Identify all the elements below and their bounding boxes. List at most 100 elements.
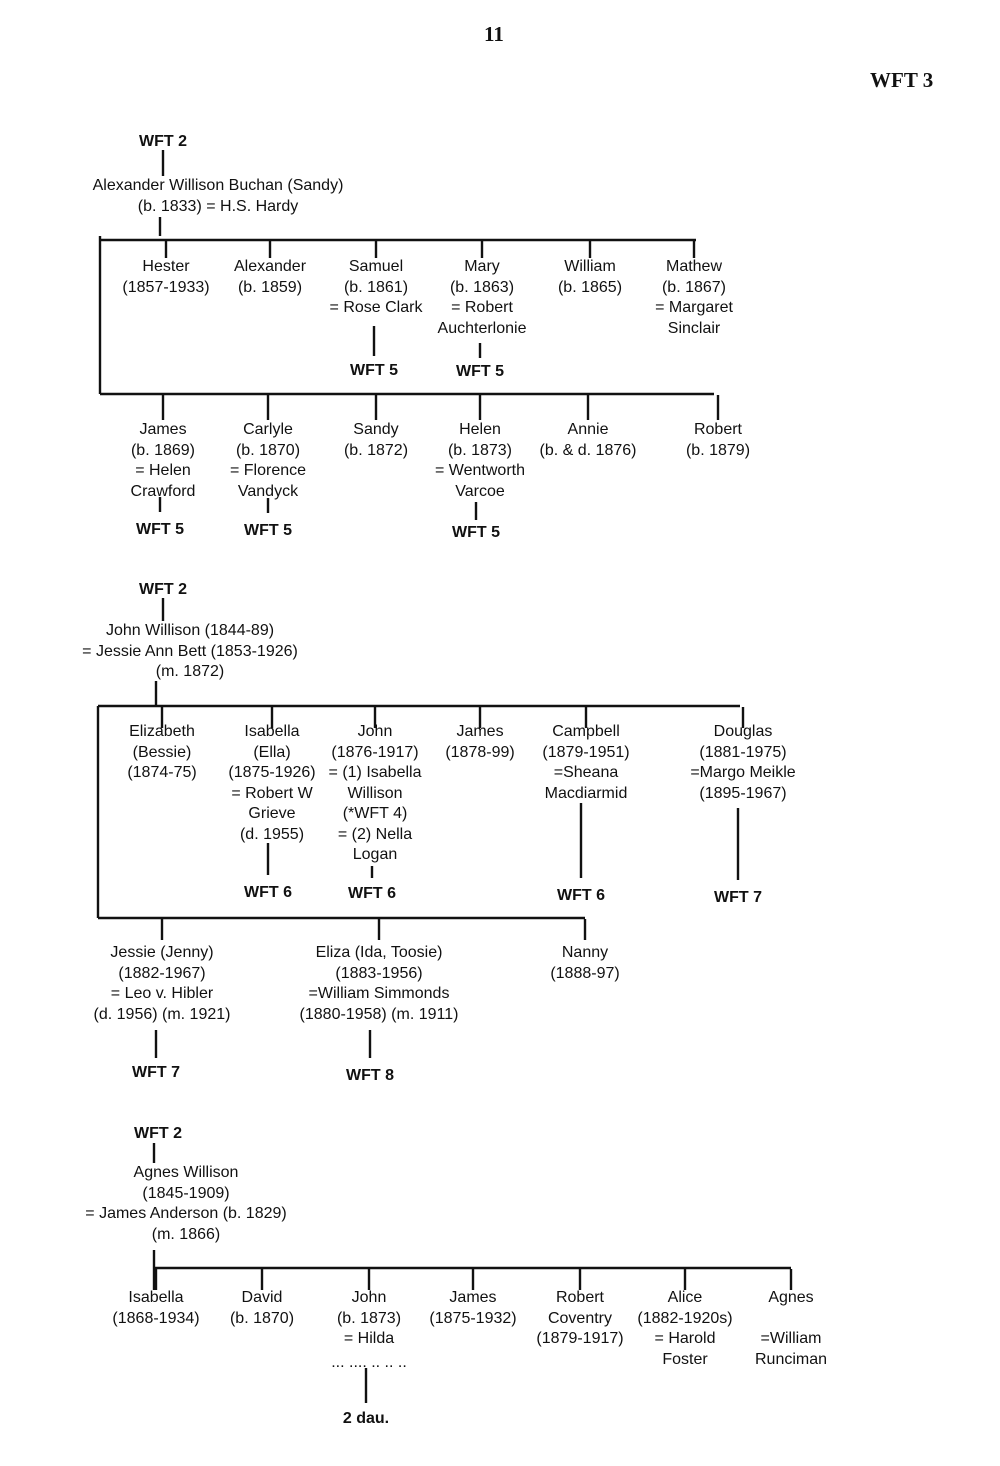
child-entry-line: (b. & d. 1876) <box>539 441 637 459</box>
child-entry-line: (1882-1967) <box>118 964 206 982</box>
child-entry: Douglas (1881-1975) =Margo Meikle (1895-196… <box>690 722 795 804</box>
child-entry: Hester (1857-1933) <box>122 257 209 298</box>
child-entry-line: David <box>241 1289 283 1306</box>
child-entry-line: (b. 1865) <box>557 278 623 296</box>
child-entry-line: Foster <box>662 1350 708 1368</box>
child-entry-line: Auchterlonie <box>437 319 527 337</box>
child-entry-line: (d. 1956) (m. 1921) <box>93 1005 231 1023</box>
child-entry-line: (b. 1859) <box>237 278 303 296</box>
child-entry: Robert(b. 1879) <box>686 420 750 461</box>
child-entry-line: Hester <box>142 258 190 275</box>
parent-couple: John Willison (1844-89)= Jessie Ann Bett… <box>82 621 298 683</box>
child-entry-line: Mathew <box>665 258 723 275</box>
child-entry-line: Agnes <box>768 1289 814 1306</box>
child-entry-line: = Helen <box>135 462 191 479</box>
child-entry-line: = Margaret <box>655 299 733 316</box>
child-entry-line: Crawford <box>130 482 196 500</box>
child-entry-line: (b. 1872) <box>343 441 409 459</box>
child-entry-line: Mary <box>464 258 500 275</box>
child-entry-line: = Rose Clark <box>329 299 423 316</box>
child-entry: Jessie (Jenny)(1882-1967)= Leo v. Hibler… <box>94 943 231 1025</box>
child-entry-line: James <box>139 421 187 438</box>
child-entry-line: (Bessie) <box>132 743 192 761</box>
parent-couple-line: (b. 1833) = H.S. Hardy <box>137 197 299 215</box>
child-entry-line <box>755 1309 827 1330</box>
child-entry: James(1875-1932) <box>429 1288 516 1329</box>
child-entry-line: Willison <box>347 784 403 802</box>
child-reference: WFT 6 <box>348 885 396 902</box>
child-entry-line: (b. 1873) <box>447 441 513 459</box>
child-reference: WFT 5 <box>350 362 398 379</box>
page-number: 11 <box>484 22 504 46</box>
child-entry-line: (b. 1869) <box>130 441 196 459</box>
child-entry-line: = Robert W <box>231 784 313 802</box>
parent-couple-line: John Willison (1844-89) <box>105 622 275 639</box>
child-entry-line: Varcoe <box>455 482 505 500</box>
child-entry: David (b. 1870) <box>230 1288 294 1329</box>
child-reference: 2 dau. <box>342 1410 390 1427</box>
child-entry-line: Robert <box>693 421 743 438</box>
child-entry: John(b. 1873)= Hilda <box>337 1288 401 1350</box>
child-entry-line: (b. 1867) <box>661 278 727 296</box>
child-entry-line: Campbell <box>552 723 620 740</box>
child-reference: WFT 8 <box>346 1067 394 1084</box>
child-reference: WFT 5 <box>456 363 504 380</box>
child-entry-line: (1878-99) <box>445 743 515 761</box>
child-entry-line: = (2) Nella <box>337 825 413 843</box>
child-reference: WFT 5 <box>244 522 292 539</box>
child-entry-line: (b. 1870) <box>229 1309 295 1327</box>
child-entry-line: James <box>449 1289 497 1306</box>
child-entry-line: = Harold <box>654 1330 716 1347</box>
child-entry-line: Logan <box>352 846 398 863</box>
child-entry-line: Annie <box>567 421 609 438</box>
child-entry-line: James <box>456 723 504 740</box>
child-entry-line: =Sheana <box>553 764 619 781</box>
parent-reference: WFT 2 <box>139 133 187 150</box>
parent-reference: WFT 2 <box>134 1125 182 1142</box>
child-entry: James (1878-99) <box>445 722 514 763</box>
parent-couple: Alexander Willison Buchan (Sandy) (b. 183… <box>93 176 344 217</box>
child-entry: Eliza (Ida, Toosie)(1883-1956)=William S… <box>300 943 459 1025</box>
child-entry-line: = (1) Isabella <box>328 764 422 781</box>
child-entry-line: Vandyck <box>237 482 299 500</box>
child-entry-line: (1857-1933) <box>122 278 210 296</box>
child-reference: WFT 5 <box>452 524 500 541</box>
child-entry-line: (1882-1920s) <box>637 1309 733 1327</box>
child-entry-line: (1875-1926) <box>228 764 316 781</box>
child-reference: WFT 6 <box>557 887 605 904</box>
child-entry-line: (b. 1863) <box>449 278 515 296</box>
child-entry-line: Isabella <box>128 1289 184 1306</box>
parent-couple-line: (m. 1866) <box>151 1225 221 1243</box>
child-entry-line: (1868-1934) <box>112 1309 200 1327</box>
child-entry-line: Douglas <box>713 723 773 740</box>
child-entry-line: (b. 1873) <box>336 1309 402 1327</box>
child-reference: WFT 7 <box>132 1064 180 1081</box>
parent-couple-line: Alexander Willison Buchan (Sandy) <box>92 177 344 194</box>
parent-couple: Agnes Willison(1845-1909)= James Anderso… <box>85 1163 286 1245</box>
child-entry-line: (1874-75) <box>127 764 197 781</box>
child-entry-line: Runciman <box>754 1350 828 1368</box>
child-entry-line: =William Simmonds <box>308 985 450 1002</box>
child-entry: William(b. 1865) <box>558 257 622 298</box>
child-entry: Nanny(1888-97) <box>550 943 619 984</box>
child-entry-line: (1895-1967) <box>699 784 787 802</box>
child-entry-line: (1883-1956) <box>335 964 423 982</box>
child-entry-line: (1881-1975) <box>699 743 787 761</box>
child-reference: WFT 5 <box>136 521 184 538</box>
child-entry-line: =Margo Meikle <box>690 764 796 781</box>
child-entry-line: Isabella <box>244 723 300 740</box>
child-entry: Samuel(b. 1861)= Rose Clark <box>330 257 423 319</box>
child-entry-line: (*WFT 4) <box>342 805 408 822</box>
child-entry-line: Sinclair <box>667 319 721 337</box>
child-entry-line: (1876-1917) <box>331 743 419 761</box>
child-entry-line: (1888-97) <box>550 964 620 982</box>
